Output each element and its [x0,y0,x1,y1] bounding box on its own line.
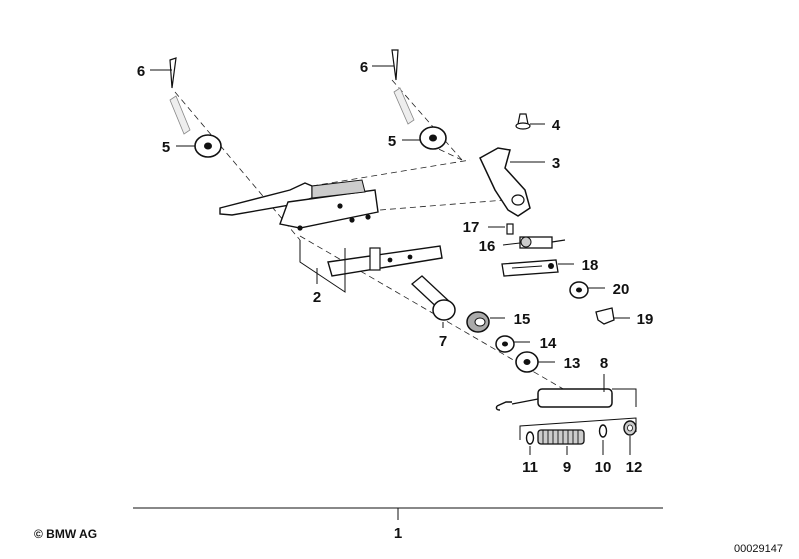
guide-bracket-2 [327,245,443,277]
callout-18: 18 [582,257,599,274]
callout-19: 19 [637,311,654,328]
callout-6-left: 6 [137,63,145,80]
callout-2: 2 [313,289,321,306]
pin-7 [411,275,456,321]
callout-1: 1 [394,525,402,542]
callout-15: 15 [514,311,531,328]
ring-11 [525,431,535,445]
callout-6-right: 6 [360,59,368,76]
rivet-4 [515,113,531,130]
damper-8 [495,388,637,411]
slotted-link-18 [501,259,559,277]
washer-5-left [194,134,222,158]
callout-20: 20 [613,281,630,298]
leader-lines [133,65,663,520]
bracket-plate-2 [219,179,379,231]
nut-12 [623,420,637,436]
callout-8: 8 [600,355,608,372]
callout-10: 10 [595,459,612,476]
callouts: 1 2 3 4 5 5 6 6 7 8 9 10 11 12 13 14 15 … [137,59,654,542]
callout-17: 17 [463,219,480,236]
callout-5-left: 5 [162,139,170,156]
callout-16: 16 [479,238,496,255]
bolt-16 [519,236,566,249]
callout-5-right: 5 [388,133,396,150]
callout-4: 4 [552,117,561,134]
bushing-15 [466,311,490,333]
pin-17 [506,223,514,235]
washer-20 [569,281,589,299]
callout-11: 11 [522,459,538,476]
callout-7: 7 [439,333,447,350]
washer-14 [495,335,515,353]
callout-12: 12 [626,459,643,476]
spring-9 [537,429,585,445]
lever-3 [479,147,531,217]
callout-2-bracket [299,240,346,293]
callout-9: 9 [563,459,571,476]
callout-3: 3 [552,155,560,172]
copyright-text: © BMW AG [34,527,97,541]
clip-19 [595,307,615,325]
callout-14: 14 [540,335,557,352]
diagram-number: 00029147 [734,543,783,555]
cotter-pin-6-left [169,57,191,135]
cotter-pin-6-right [391,49,415,125]
callout-13: 13 [564,355,581,372]
washer-13 [515,351,539,373]
washer-10 [598,424,608,438]
washer-5-right [419,126,447,150]
